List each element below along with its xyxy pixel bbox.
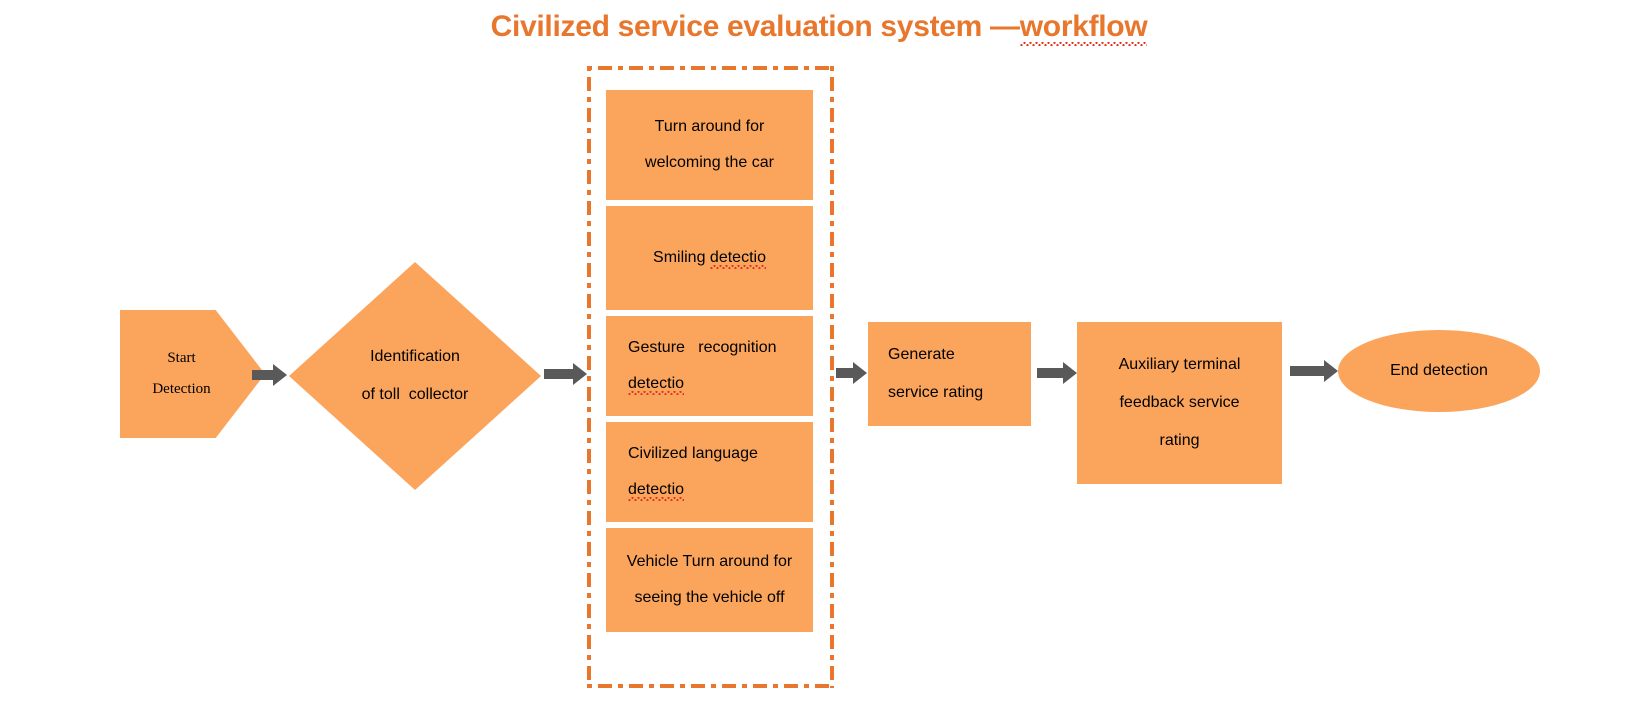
- smiling-misspelled-word: detectio: [709, 249, 767, 269]
- node-identification-of-toll-collector[interactable]: Identification of toll collector: [289, 262, 541, 490]
- node-gesture-recognition-detection[interactable]: Gesture recognition detectio: [606, 316, 813, 416]
- auxiliary-line1: Auxiliary terminal: [1118, 356, 1241, 373]
- civilized-language-line1: Civilized language: [628, 445, 758, 462]
- arrow-auxiliary-to-end: [1290, 360, 1338, 382]
- smiling-detection-label: Smiling detectio: [653, 249, 767, 269]
- node-end-detection[interactable]: End detection: [1338, 330, 1540, 412]
- node-turn-around-welcoming-car[interactable]: Turn around for welcoming the car: [606, 90, 813, 200]
- smiling-prefix: Smiling: [653, 249, 710, 266]
- node-generate-service-rating[interactable]: Generate service rating: [868, 322, 1031, 426]
- node-civilized-language-detection[interactable]: Civilized language detectio: [606, 422, 813, 522]
- arrow-generate-to-auxiliary: [1037, 362, 1077, 384]
- arrow-group-to-generate: [836, 362, 867, 384]
- vehicle-turn-line2: seeing the vehicle off: [634, 589, 785, 606]
- page-title: Civilized service evaluation system — wo…: [0, 10, 1638, 46]
- civilized-language-misspelled-word: detectio: [628, 481, 685, 501]
- generate-line1: Generate: [888, 346, 955, 363]
- node-start-line2: Detection: [152, 381, 211, 397]
- auxiliary-line2: feedback service: [1119, 394, 1240, 411]
- node-decision-line2: of toll collector: [361, 386, 469, 403]
- node-smiling-detection[interactable]: Smiling detectio: [606, 206, 813, 310]
- page-title-main: Civilized service evaluation system —: [490, 10, 1020, 43]
- gesture-line1: Gesture recognition: [628, 339, 777, 356]
- turn-around-line1: Turn around for: [654, 118, 765, 135]
- generate-line2: service rating: [888, 384, 984, 401]
- gesture-misspelled-word: detectio: [628, 375, 685, 395]
- vehicle-turn-line1: Vehicle Turn around for: [626, 553, 793, 570]
- arrow-decision-to-group: [544, 363, 587, 385]
- page-title-misspelled-word: workflow: [1019, 10, 1148, 46]
- node-start-line1: Start: [167, 350, 196, 366]
- end-detection-label: End detection: [1390, 362, 1488, 379]
- node-auxiliary-terminal-feedback-service-rating[interactable]: Auxiliary terminal feedback service rati…: [1077, 322, 1282, 484]
- node-vehicle-turn-around-seeing-off[interactable]: Vehicle Turn around for seeing the vehic…: [606, 528, 813, 632]
- node-decision-line1: Identification: [370, 348, 460, 365]
- turn-around-line2: welcoming the car: [645, 154, 774, 171]
- auxiliary-line3: rating: [1159, 432, 1200, 449]
- node-start-detection[interactable]: Start Detection: [120, 310, 265, 438]
- arrow-start-to-decision: [252, 364, 287, 386]
- detection-group-container: Turn around for welcoming the car Smilin…: [587, 66, 834, 688]
